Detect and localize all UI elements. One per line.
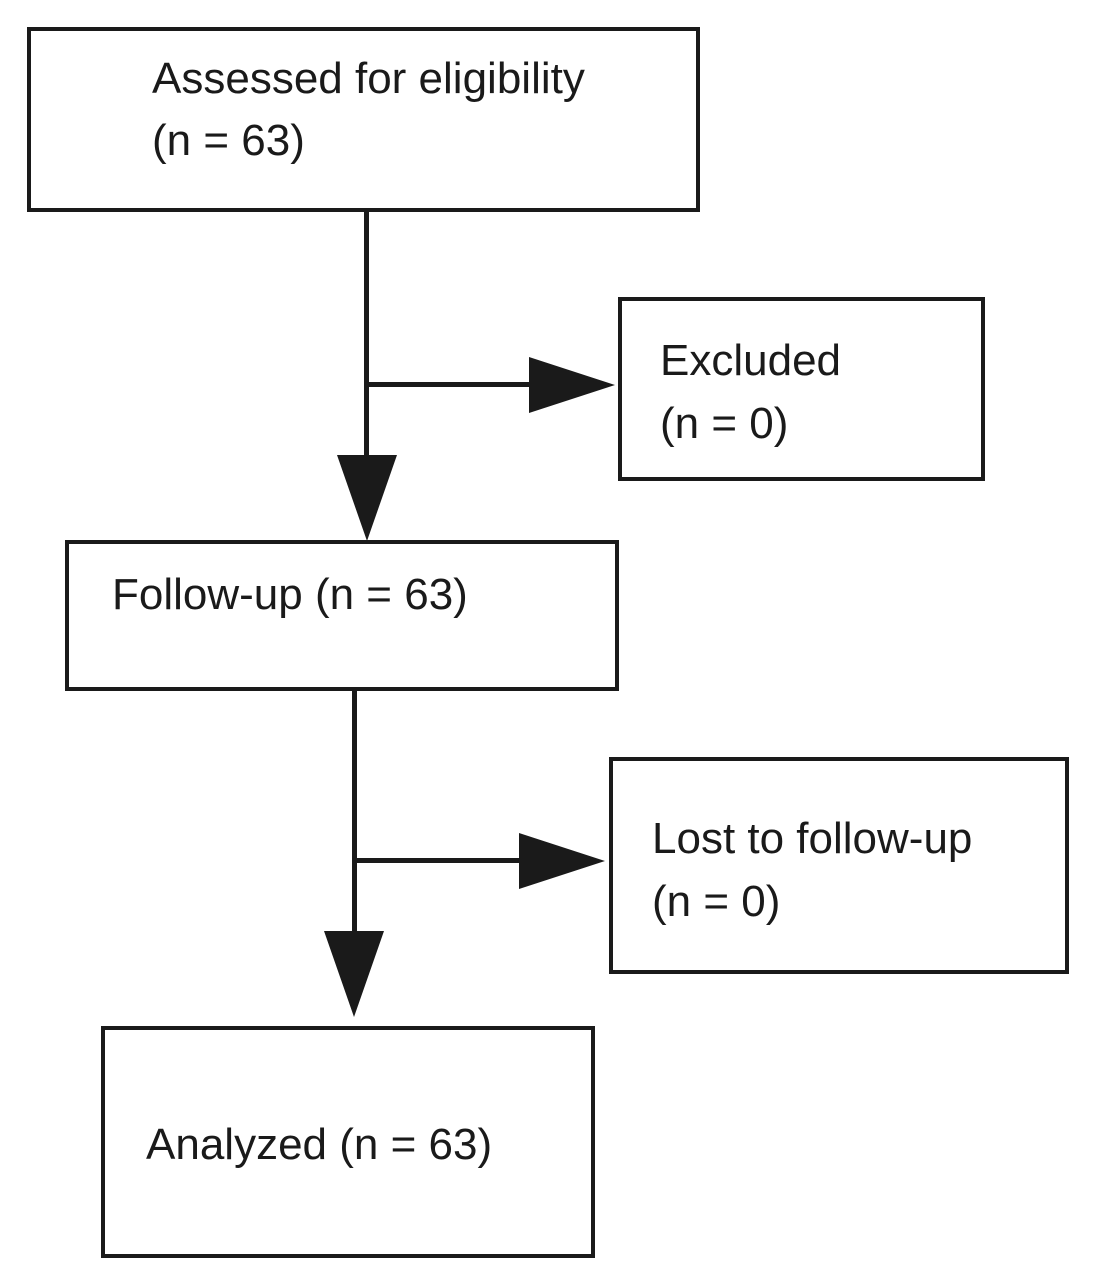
followup-label: Follow-up (n = 63): [112, 570, 468, 619]
lost-box: [609, 757, 1069, 974]
excluded-count: (n = 0): [660, 399, 789, 448]
assessed-label: Assessed for eligibility: [152, 54, 585, 103]
arrowhead-right-lost: [519, 833, 605, 889]
connector-assessed-followup: [364, 212, 369, 460]
analyzed-label: Analyzed (n = 63): [146, 1120, 493, 1169]
arrowhead-down-analyzed: [324, 931, 384, 1017]
excluded-box: [618, 297, 985, 481]
assessed-count: (n = 63): [152, 116, 305, 165]
connector-followup-analyzed: [352, 691, 357, 936]
excluded-label: Excluded: [660, 336, 842, 385]
connector-to-excluded: [366, 382, 534, 387]
connector-to-lost: [355, 858, 525, 863]
lost-label: Lost to follow-up: [652, 814, 973, 863]
assessed-box: [27, 27, 700, 212]
followup-box: [65, 540, 619, 691]
analyzed-box: [101, 1026, 595, 1258]
arrowhead-down-followup: [337, 455, 397, 541]
lost-count: (n = 0): [652, 877, 781, 926]
arrowhead-right-excluded: [529, 357, 615, 413]
